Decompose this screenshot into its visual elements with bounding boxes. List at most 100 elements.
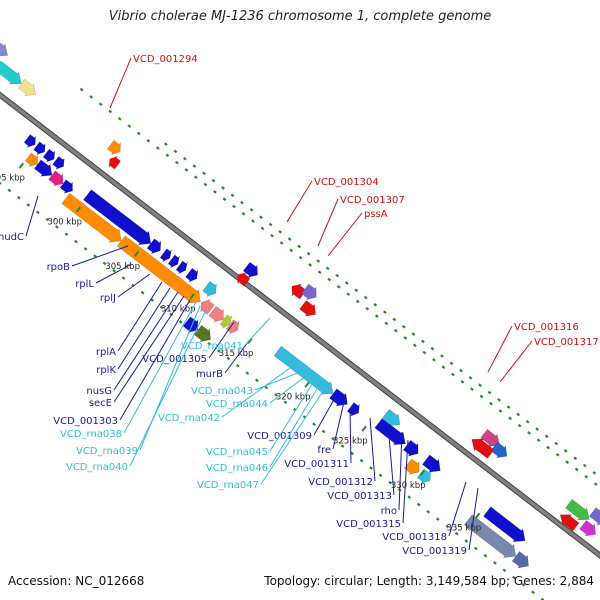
- tick-mark-1: [18, 162, 25, 169]
- gene-label-navy-7-leader: [113, 295, 185, 403]
- gene-label-navy-14-leader: [369, 417, 376, 482]
- gene-label-navy-13-leader: [349, 409, 352, 464]
- tick-label-5: 315 kbp: [219, 349, 254, 359]
- gene-label-navy-1-leader: [71, 245, 129, 267]
- gene-label-navy-18: VCD_001318: [382, 532, 447, 543]
- gene-label-navy-13: VCD_001311: [284, 459, 349, 470]
- gene-arrow-3: [106, 139, 121, 156]
- gene-label-cyan-2-leader: [139, 305, 201, 451]
- gene-arrow-40: [273, 345, 334, 395]
- gene-label-red-3: pssA: [364, 209, 388, 220]
- gene-arrow-48: [422, 454, 441, 473]
- accession-text: Accession: NC_012668: [8, 574, 144, 588]
- guide-line-lower: [0, 181, 545, 600]
- gene-label-navy-10: murB: [196, 369, 223, 380]
- genes-label: Genes:: [513, 574, 556, 588]
- gene-arrow-15: [559, 514, 580, 532]
- gene-arrow-23: [48, 170, 64, 187]
- topology-value: circular: [324, 574, 369, 588]
- gene-arrow-34: [208, 305, 224, 323]
- gene-label-red-4: VCD_001316: [514, 322, 579, 333]
- gene-label-cyan-8: VCD_rna046: [206, 463, 268, 474]
- gene-label-red-5: VCD_001317: [534, 337, 599, 348]
- gene-label-cyan-7-leader: [269, 377, 317, 452]
- tick-mark-2: [75, 206, 82, 213]
- gene-arrow-30: [167, 254, 180, 269]
- tick-label-3: 305 kbp: [105, 262, 140, 272]
- gene-label-navy-5: rplK: [96, 365, 116, 376]
- gene-arrow-19: [42, 148, 56, 163]
- gene-label-cyan-8-leader: [269, 383, 321, 468]
- tick-mark-8: [419, 470, 425, 477]
- tick-label-9: 335 kbp: [446, 524, 481, 534]
- gene-arrow-37: [202, 280, 217, 297]
- gene-label-navy-15: VCD_001313: [327, 491, 392, 502]
- gene-label-cyan-7: VCD_rna045: [206, 447, 268, 458]
- gene-arrow-50: [463, 514, 517, 558]
- gene-label-navy-17-leader: [402, 439, 409, 524]
- gene-label-red-0: VCD_001294: [133, 54, 198, 65]
- gene-label-navy-16: rho: [381, 506, 397, 517]
- gene-label-navy-12-leader: [332, 401, 345, 450]
- gene-arrow-9: [299, 300, 316, 317]
- gene-label-cyan-6-leader: [221, 367, 291, 418]
- gene-arrow-32: [185, 267, 199, 283]
- gene-label-navy-10-leader: [224, 341, 249, 374]
- map-title: Vibrio cholerae MJ-1236 chromosome 1, co…: [108, 9, 492, 24]
- chromosome-backbone-edge: [0, 91, 600, 559]
- gene-label-navy-15-leader: [387, 423, 395, 496]
- gene-label-navy-7: secE: [89, 398, 112, 409]
- gene-arrow-4: [108, 155, 122, 170]
- tick-label-2: 300 kbp: [47, 217, 82, 227]
- gene-label-navy-4-leader: [117, 281, 163, 352]
- gene-arrow-42: [346, 402, 360, 417]
- gene-label-red-1-leader: [286, 180, 313, 223]
- tick-mark-9: [474, 512, 481, 519]
- tick-label-6: 320 kbp: [276, 393, 311, 403]
- gene-label-navy-2: rplL: [75, 279, 94, 290]
- gene-arrow-20: [52, 156, 65, 170]
- gene-label-navy-14: VCD_001312: [308, 477, 373, 488]
- gene-label-navy-18-leader: [448, 481, 467, 537]
- gene-arrow-29: [159, 248, 172, 263]
- gene-arrow-39: [193, 324, 211, 343]
- tick-mark-6: [304, 381, 310, 388]
- gene-label-navy-9: VCD_001305: [142, 354, 207, 365]
- gene-arrow-22: [33, 159, 53, 177]
- gene-label-navy-3: rplJ: [100, 293, 116, 304]
- guide-line-upper: [164, 142, 600, 479]
- gene-arrow-36: [225, 319, 240, 335]
- tick-mark-4: [189, 293, 195, 300]
- tick-label-4: 310 kbp: [161, 304, 196, 314]
- tick-mark-7: [361, 425, 367, 432]
- gene-label-red-2-leader: [317, 198, 339, 247]
- length-value: 3,149,584 bp: [425, 574, 506, 588]
- gene-label-navy-12: fre: [317, 445, 331, 456]
- gene-label-navy-0-leader: [25, 195, 39, 237]
- gene-label-navy-9-leader: [208, 321, 235, 359]
- gene-label-cyan-5-leader: [269, 375, 307, 404]
- gene-label-cyan-9: VCD_rna047: [197, 480, 259, 491]
- gene-label-cyan-2: VCD_rna039: [76, 446, 138, 457]
- gene-label-navy-16-leader: [398, 431, 403, 511]
- gene-label-navy-19: VCD_001319: [402, 546, 467, 557]
- gene-label-navy-4: rplA: [96, 347, 116, 358]
- gene-arrow-7: [291, 283, 307, 300]
- gene-label-cyan-0: VCD_rna041: [181, 341, 243, 352]
- gene-label-navy-11-leader: [313, 395, 337, 436]
- accession-value: NC_012668: [75, 574, 145, 588]
- gene-arrow-31: [175, 260, 188, 275]
- gene-arrow-28: [146, 238, 162, 255]
- gene-arrow-49: [483, 506, 526, 542]
- gene-label-navy-6-leader: [113, 291, 179, 391]
- tick-mark-5: [247, 337, 253, 344]
- gene-arrow-18: [33, 141, 46, 156]
- gene-arrow-2: [0, 42, 8, 57]
- gene-arrow-26: [61, 192, 122, 243]
- gene-label-navy-3-leader: [117, 273, 151, 298]
- gene-label-cyan-5: VCD_rna044: [206, 399, 268, 410]
- gene-arrow-35: [219, 314, 233, 329]
- gene-label-red-0-leader: [109, 57, 132, 109]
- gene-label-navy-6: nusG: [86, 386, 112, 397]
